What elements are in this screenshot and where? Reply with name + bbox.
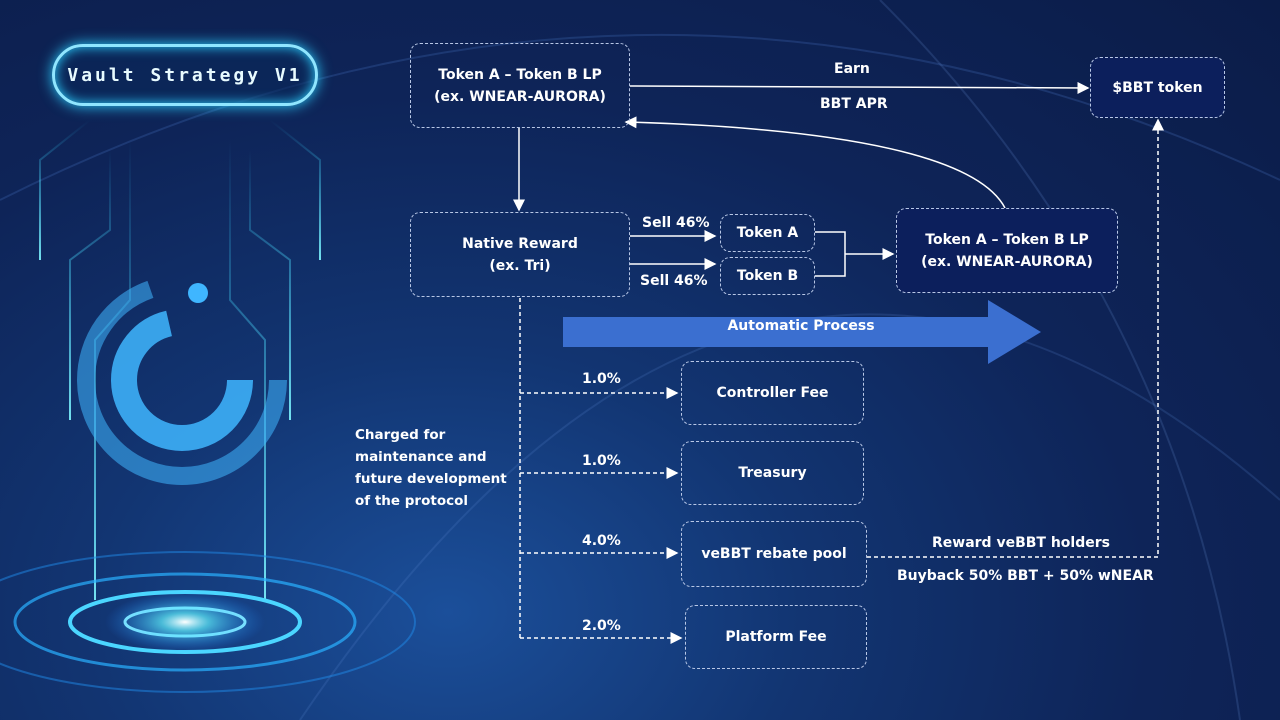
apr-label: BBT APR — [820, 96, 888, 112]
token-b-box: Token B — [720, 257, 815, 295]
native-reward-line1: Native Reward — [462, 235, 578, 252]
lp-result-line1: Token A – Token B LP — [925, 231, 1089, 248]
earn-label: Earn — [834, 61, 870, 77]
reward-label: Reward veBBT holders — [932, 535, 1110, 551]
controller-fee-label: Controller Fee — [716, 385, 829, 401]
controller-fee-box: Controller Fee — [681, 361, 864, 425]
lp-result-box: Token A – Token B LP (ex. WNEAR-AURORA) — [896, 208, 1118, 293]
rebate-pool-label: veBBT rebate pool — [701, 546, 847, 562]
lp-source-box: Token A – Token B LP (ex. WNEAR-AURORA) — [410, 43, 630, 128]
token-b-label: Token B — [736, 268, 799, 284]
automatic-process-label: Automatic Process — [727, 318, 875, 334]
bbt-token-box: $BBT token — [1090, 57, 1225, 118]
sell-b-label: Sell 46% — [640, 273, 708, 289]
fee-pct-rebate: 4.0% — [582, 533, 621, 549]
platform-fee-label: Platform Fee — [725, 629, 827, 645]
fee-pct-treasury: 1.0% — [582, 453, 621, 469]
rebate-pool-box: veBBT rebate pool — [681, 521, 867, 587]
token-a-box: Token A — [720, 214, 815, 252]
treasury-box: Treasury — [681, 441, 864, 505]
native-reward-line2: (ex. Tri) — [489, 257, 551, 274]
fee-pct-platform: 2.0% — [582, 618, 621, 634]
platform-fee-box: Platform Fee — [685, 605, 867, 669]
page-title: Vault Strategy V1 — [52, 44, 318, 106]
buyback-label: Buyback 50% BBT + 50% wNEAR — [897, 568, 1154, 584]
bbt-token-label: $BBT token — [1112, 79, 1203, 96]
treasury-label: Treasury — [738, 465, 807, 481]
fee-pct-controller: 1.0% — [582, 371, 621, 387]
native-reward-box: Native Reward (ex. Tri) — [410, 212, 630, 297]
sell-a-label: Sell 46% — [642, 215, 710, 231]
charged-note: Charged for maintenance and future devel… — [355, 427, 507, 509]
automatic-process-arrow — [563, 300, 1043, 370]
token-a-label: Token A — [736, 225, 799, 241]
lp-source-line1: Token A – Token B LP — [438, 66, 602, 83]
lp-source-line2: (ex. WNEAR-AURORA) — [434, 88, 606, 105]
logo-icon — [77, 275, 287, 485]
lp-result-line2: (ex. WNEAR-AURORA) — [921, 253, 1093, 270]
